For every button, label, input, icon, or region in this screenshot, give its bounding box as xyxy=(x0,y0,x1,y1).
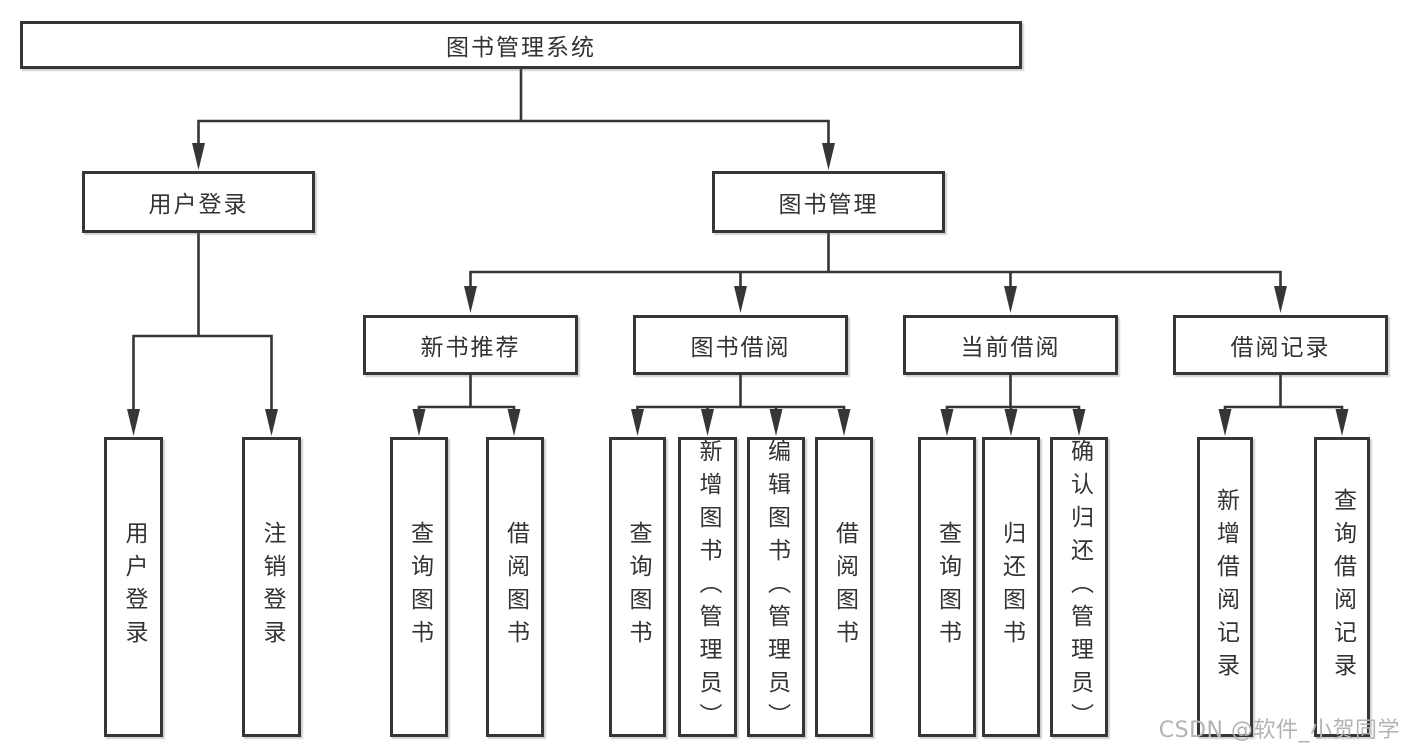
node-user-login-label: 用户登录 xyxy=(148,192,249,218)
leaf-add-borrow-record-label: 新增借阅记录 xyxy=(1212,488,1239,686)
node-borrow-records: 借阅记录 xyxy=(1173,315,1388,375)
node-book-management-label: 图书管理 xyxy=(778,192,879,218)
leaf-edit-book-admin-label: 编辑图书（管理员） xyxy=(763,438,790,736)
csdn-watermark: CSDN @软件_小贺同学 xyxy=(1158,718,1400,743)
leaf-return-book-label: 归还图书 xyxy=(998,521,1025,653)
leaf-user-login-label: 用户登录 xyxy=(121,521,147,653)
node-new-book-recommend-label: 新书推荐 xyxy=(420,335,521,361)
node-book-borrow-label: 图书借阅 xyxy=(690,335,791,361)
leaf-edit-book-admin: 编辑图书（管理员） xyxy=(747,437,805,737)
leaf-borrow-books-recommend-label: 借阅图书 xyxy=(502,521,529,653)
leaf-query-books-recommend: 查询图书 xyxy=(390,437,448,737)
leaf-borrow-books-label: 借阅图书 xyxy=(831,521,858,653)
leaf-query-borrow-record-label: 查询借阅记录 xyxy=(1329,488,1356,686)
node-borrow-records-label: 借阅记录 xyxy=(1230,335,1331,361)
node-new-book-recommend: 新书推荐 xyxy=(363,315,578,375)
leaf-query-books-recommend-label: 查询图书 xyxy=(406,521,433,653)
leaf-logout-label: 注销登录 xyxy=(259,521,285,653)
leaf-confirm-return-admin: 确认归还（管理员） xyxy=(1050,437,1108,737)
leaf-confirm-return-admin-label: 确认归还（管理员） xyxy=(1066,438,1093,736)
node-root: 图书管理系统 xyxy=(20,21,1022,69)
leaf-query-books-current: 查询图书 xyxy=(918,437,976,737)
leaf-query-books-borrow: 查询图书 xyxy=(609,437,666,737)
node-book-borrow: 图书借阅 xyxy=(633,315,848,375)
leaf-borrow-books-recommend: 借阅图书 xyxy=(486,437,544,737)
node-current-borrow: 当前借阅 xyxy=(903,315,1118,375)
leaf-add-book-admin-label: 新增图书（管理员） xyxy=(695,438,721,736)
leaf-add-book-admin: 新增图书（管理员） xyxy=(678,437,737,737)
leaf-query-books-current-label: 查询图书 xyxy=(934,521,961,653)
node-current-borrow-label: 当前借阅 xyxy=(960,335,1061,361)
leaf-query-books-borrow-label: 查询图书 xyxy=(625,521,651,653)
node-user-login: 用户登录 xyxy=(82,171,315,233)
node-book-management: 图书管理 xyxy=(712,171,945,233)
leaf-return-book: 归还图书 xyxy=(982,437,1040,737)
leaf-user-login: 用户登录 xyxy=(104,437,163,737)
leaf-query-borrow-record: 查询借阅记录 xyxy=(1314,437,1370,737)
leaf-logout: 注销登录 xyxy=(242,437,301,737)
leaf-add-borrow-record: 新增借阅记录 xyxy=(1197,437,1253,737)
leaf-borrow-books: 借阅图书 xyxy=(815,437,873,737)
node-root-label: 图书管理系统 xyxy=(446,35,596,61)
